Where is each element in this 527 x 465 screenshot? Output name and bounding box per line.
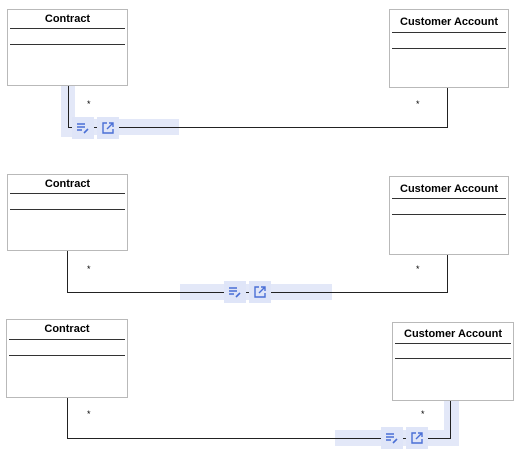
- class-title: Customer Account: [400, 183, 498, 195]
- class-separator: [10, 193, 125, 194]
- class-title: Contract: [44, 13, 91, 25]
- connector-highlight: [444, 399, 459, 446]
- edit-properties-icon: [77, 123, 89, 134]
- association-line[interactable]: [68, 127, 448, 128]
- class-separator: [392, 214, 506, 215]
- open-external-button[interactable]: [249, 281, 271, 303]
- edit-properties-icon: [386, 433, 398, 444]
- open-external-icon: [254, 286, 266, 298]
- edit-properties-icon: [229, 287, 241, 298]
- class-box-contract[interactable]: Contract: [7, 9, 128, 86]
- multiplicity-right: *: [421, 409, 425, 419]
- multiplicity-right: *: [416, 264, 420, 274]
- multiplicity-right: *: [416, 99, 420, 109]
- class-separator: [9, 339, 125, 340]
- class-separator: [9, 355, 125, 356]
- association-line[interactable]: [447, 87, 448, 128]
- class-title: Contract: [44, 323, 90, 335]
- class-box-customer-account[interactable]: Customer Account: [389, 176, 509, 255]
- association-line[interactable]: [450, 400, 451, 439]
- class-separator: [392, 32, 506, 33]
- class-separator: [395, 343, 511, 344]
- edit-properties-button[interactable]: [72, 117, 94, 139]
- association-line[interactable]: [67, 438, 451, 439]
- multiplicity-left: *: [87, 99, 91, 109]
- class-title: Customer Account: [400, 16, 498, 28]
- class-separator: [392, 198, 506, 199]
- class-title: Contract: [44, 178, 91, 190]
- class-box-customer-account[interactable]: Customer Account: [392, 322, 514, 401]
- edit-properties-button[interactable]: [381, 427, 403, 449]
- class-separator: [10, 44, 125, 45]
- class-box-customer-account[interactable]: Customer Account: [389, 9, 509, 88]
- class-box-contract[interactable]: Contract: [6, 319, 128, 398]
- class-separator: [392, 48, 506, 49]
- multiplicity-left: *: [87, 409, 91, 419]
- multiplicity-left: *: [87, 264, 91, 274]
- class-box-contract[interactable]: Contract: [7, 174, 128, 251]
- association-line[interactable]: [68, 85, 69, 128]
- edit-properties-button[interactable]: [224, 281, 246, 303]
- association-line[interactable]: [67, 397, 68, 439]
- open-external-icon: [411, 432, 423, 444]
- open-external-button[interactable]: [97, 117, 119, 139]
- class-separator: [10, 209, 125, 210]
- class-separator: [395, 358, 511, 359]
- association-line[interactable]: [447, 254, 448, 293]
- association-line[interactable]: [67, 250, 68, 292]
- open-external-button[interactable]: [406, 427, 428, 449]
- class-title: Customer Account: [404, 328, 502, 340]
- class-separator: [10, 28, 125, 29]
- open-external-icon: [102, 122, 114, 134]
